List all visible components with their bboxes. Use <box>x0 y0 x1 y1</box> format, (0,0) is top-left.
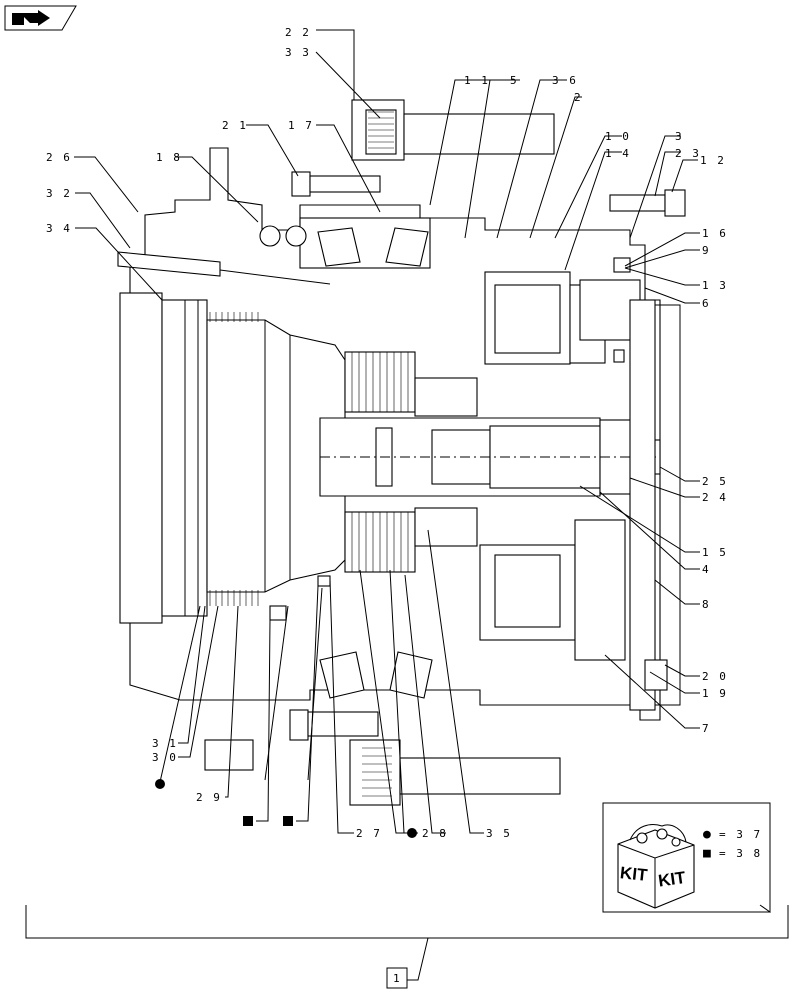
legend-square-symbol: ■ <box>703 846 711 861</box>
callout-34: 3 4 <box>46 222 72 235</box>
callout-5: 5 <box>510 74 519 87</box>
assembly-number: 1 <box>393 972 400 985</box>
kit-circle-marker <box>155 779 165 789</box>
callout-6: 6 <box>702 297 711 310</box>
callout-9: 9 <box>702 244 711 257</box>
legend-square-value: = 3 8 <box>719 847 762 860</box>
callout-16: 1 6 <box>702 227 728 240</box>
legend-circle-symbol: ● <box>703 827 711 842</box>
callout-25: 2 5 <box>702 475 728 488</box>
legend-circle-value: = 3 7 <box>719 828 762 841</box>
callout-21: 2 1 <box>222 119 248 132</box>
callout-24: 2 4 <box>702 491 728 504</box>
leader-lines <box>25 29 789 981</box>
callout-30: 3 0 <box>152 751 178 764</box>
callout-15: 1 5 <box>702 546 728 559</box>
callout-12: 1 2 <box>700 154 726 167</box>
callout-36: 3 6 <box>552 74 578 87</box>
callout-20: 2 0 <box>702 670 728 683</box>
transmission-assembly <box>117 99 686 806</box>
callout-31: 3 1 <box>152 737 178 750</box>
callout-13: 1 3 <box>702 279 728 292</box>
kit-square-marker <box>243 816 253 826</box>
kit-legend: KIT KIT ● = 3 7 ■ = 3 8 <box>602 802 771 913</box>
callout-26: 2 6 <box>46 151 72 164</box>
kit-square-marker <box>283 816 293 826</box>
callout-18: 1 8 <box>156 151 182 164</box>
kit-label-left: KIT <box>619 863 649 885</box>
callout-2: 2 <box>574 91 583 104</box>
callout-10: 1 0 <box>605 130 631 143</box>
callout-8: 8 <box>702 598 711 611</box>
kit-label-right: KIT <box>657 868 687 891</box>
callout-22: 2 2 <box>285 26 311 39</box>
callout-27: 2 7 <box>356 827 382 840</box>
callout-23: 2 3 <box>675 147 701 160</box>
callout-17: 1 7 <box>288 119 314 132</box>
callout-14: 1 4 <box>605 147 631 160</box>
callout-4: 4 <box>702 563 711 576</box>
callout-3: 3 <box>675 130 684 143</box>
kit-circle-marker <box>407 828 417 838</box>
callout-35: 3 5 <box>486 827 512 840</box>
back-arrow-icon[interactable] <box>4 5 77 31</box>
callout-labels: 2 2 3 3 1 1 5 3 6 2 2 1 1 7 1 0 1 4 3 2 … <box>46 26 728 840</box>
callout-28: 2 8 <box>422 827 448 840</box>
callout-11: 1 1 <box>464 74 490 87</box>
assembly-reference: 1 <box>386 967 408 989</box>
callout-33: 3 3 <box>285 46 311 59</box>
callout-29: 2 9 <box>196 791 222 804</box>
kit-markers <box>155 779 417 838</box>
callout-19: 1 9 <box>702 687 728 700</box>
callout-32: 3 2 <box>46 187 72 200</box>
kit-box-icon: KIT KIT <box>617 824 695 909</box>
callout-7: 7 <box>702 722 711 735</box>
